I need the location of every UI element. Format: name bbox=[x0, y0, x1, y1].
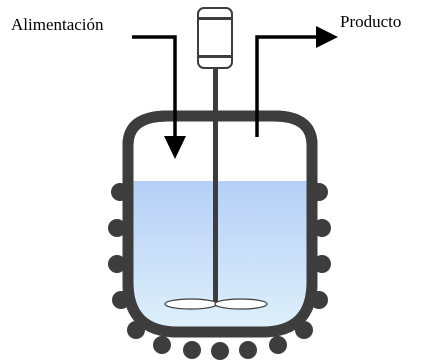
feed-arrowhead bbox=[164, 136, 186, 159]
feed-pipe bbox=[132, 35, 177, 138]
feed-label: Alimentación bbox=[11, 15, 104, 34]
product-pipe bbox=[255, 35, 318, 137]
heating-coil-icon bbox=[211, 342, 229, 360]
jacket-coils-left bbox=[108, 183, 145, 339]
product-arrowhead bbox=[316, 26, 338, 48]
impeller-icon bbox=[164, 298, 268, 310]
heating-coil-icon bbox=[269, 336, 287, 354]
reactor-vessel-outline bbox=[122, 110, 318, 338]
impeller-blade-left bbox=[164, 298, 218, 310]
motor-body bbox=[197, 7, 233, 69]
heating-coil-icon bbox=[239, 341, 257, 359]
heating-coil-icon bbox=[108, 255, 126, 273]
jacket-coils-bottom bbox=[153, 336, 287, 360]
feed-inlet-arrow bbox=[132, 35, 186, 159]
product-label: Producto bbox=[340, 12, 401, 31]
heating-coil-icon bbox=[153, 336, 171, 354]
agitator-shaft bbox=[213, 66, 218, 306]
heating-coil-icon bbox=[108, 219, 126, 237]
reactor-liquid bbox=[128, 181, 312, 332]
heating-coil-icon bbox=[183, 341, 201, 359]
motor-icon bbox=[197, 7, 233, 69]
motor-band-bottom bbox=[198, 55, 232, 58]
product-outlet-arrow bbox=[255, 26, 338, 137]
impeller-blade-right bbox=[214, 298, 268, 310]
motor-band-top bbox=[198, 17, 232, 20]
